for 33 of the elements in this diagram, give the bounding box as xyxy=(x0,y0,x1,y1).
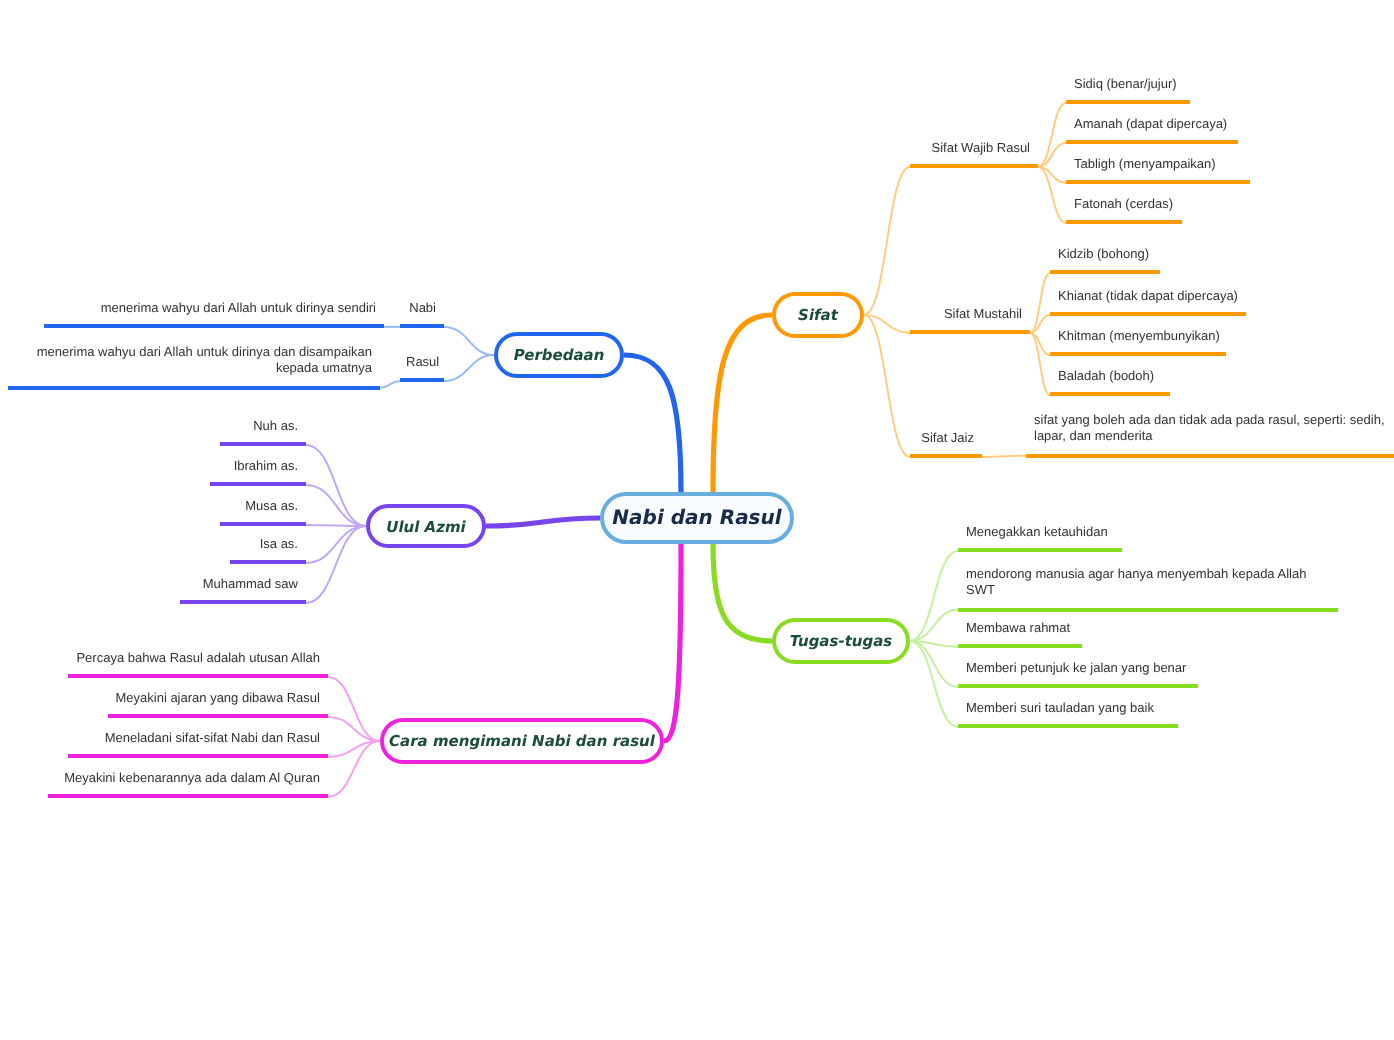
connector-line xyxy=(1029,331,1051,396)
connector-line xyxy=(1037,101,1067,168)
central-topic: Nabi dan Rasul xyxy=(600,492,794,544)
connector-line xyxy=(305,525,367,604)
connector-line xyxy=(863,165,911,316)
connector-line xyxy=(909,549,959,642)
connector-line xyxy=(710,543,773,644)
connector-line xyxy=(305,443,367,527)
connector-line xyxy=(1029,331,1051,356)
connector-line xyxy=(909,640,959,728)
connector-line xyxy=(327,740,381,798)
connector-line xyxy=(327,740,381,758)
connector-line xyxy=(383,325,401,328)
connector-line xyxy=(710,312,773,493)
connector-line xyxy=(1037,165,1067,224)
connector-line xyxy=(909,608,959,642)
connector-line xyxy=(981,454,1027,458)
connector-line xyxy=(909,640,959,688)
connector-line xyxy=(305,483,367,527)
connector-line xyxy=(863,314,911,334)
connector-line xyxy=(1037,165,1067,184)
connector-line xyxy=(379,379,401,389)
connector-line xyxy=(443,325,495,356)
connector-line xyxy=(1029,271,1051,334)
connector-line xyxy=(485,515,601,529)
connector-line xyxy=(327,675,381,742)
connector-line xyxy=(305,525,367,564)
connector-line xyxy=(863,314,911,458)
connector-line xyxy=(623,352,684,493)
connector-line xyxy=(1037,141,1067,168)
connector-line xyxy=(1029,313,1051,334)
connector-line xyxy=(663,544,684,744)
connector-line xyxy=(443,354,495,382)
